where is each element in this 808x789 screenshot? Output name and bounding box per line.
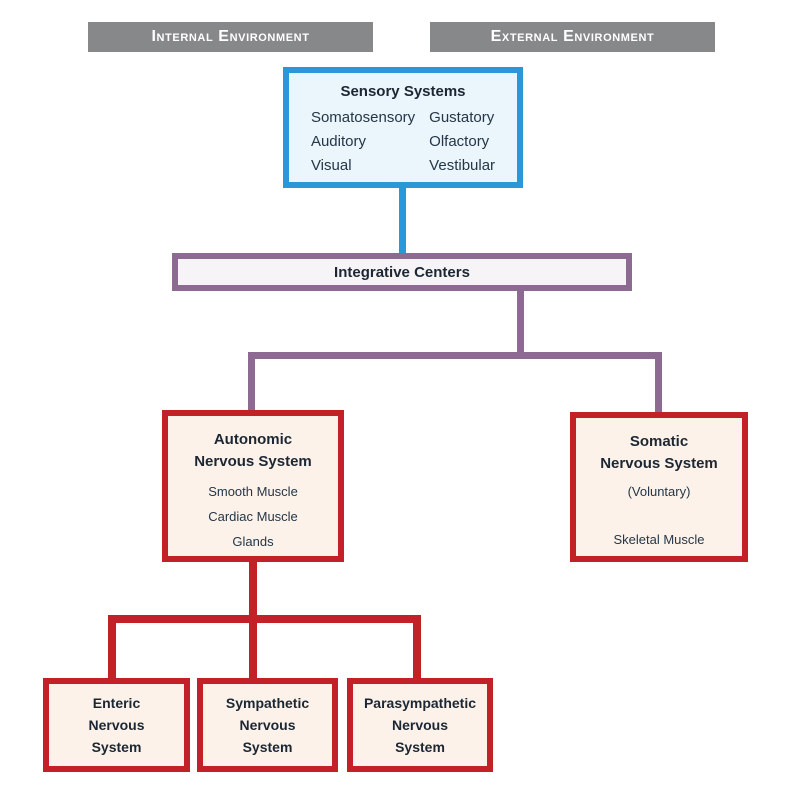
autonomic-nervous-system-box: Autonomic Nervous System Smooth Muscle C… bbox=[162, 410, 344, 562]
sensory-item: Olfactory bbox=[429, 133, 490, 150]
somatic-title-line: Nervous System bbox=[600, 455, 718, 472]
connector-integrative-horizontal bbox=[248, 352, 662, 359]
sensory-item: Gustatory bbox=[429, 109, 495, 126]
enteric-title-line: Enteric bbox=[92, 695, 141, 711]
parasympathetic-title-line: Parasympathetic bbox=[363, 695, 477, 711]
autonomic-item: Glands bbox=[232, 534, 274, 549]
sensory-item: Vestibular bbox=[429, 157, 496, 174]
sensory-systems-box: Sensory Systems Somatosensory Auditory V… bbox=[283, 67, 523, 188]
sympathetic-nervous-system-box: Sympathetic Nervous System bbox=[197, 678, 338, 772]
sensory-left-column: Somatosensory Auditory Visual bbox=[311, 106, 415, 178]
autonomic-title: Autonomic Nervous System bbox=[168, 429, 338, 473]
connector-to-somatic bbox=[655, 352, 662, 416]
sympathetic-title-line: System bbox=[242, 739, 293, 755]
sensory-item: Somatosensory bbox=[310, 109, 416, 126]
enteric-title-line: Nervous bbox=[88, 717, 145, 733]
sensory-systems-title: Sensory Systems bbox=[340, 83, 466, 100]
parasympathetic-title-line: System bbox=[395, 739, 445, 755]
connector-autonomic-horizontal bbox=[108, 615, 421, 623]
external-environment-bar: External Environment bbox=[430, 22, 715, 52]
autonomic-items: Smooth Muscle Cardiac Muscle Glands bbox=[168, 479, 338, 554]
sensory-systems-lists: Somatosensory Auditory Visual Gustatory … bbox=[289, 106, 517, 178]
connector-to-parasympathetic bbox=[413, 615, 421, 682]
somatic-subtitle: (Voluntary) bbox=[627, 484, 691, 499]
somatic-item: Skeletal Muscle bbox=[613, 532, 705, 547]
autonomic-title-line: Nervous System bbox=[194, 453, 312, 470]
sensory-right-column: Gustatory Olfactory Vestibular bbox=[429, 106, 495, 178]
enteric-title: Enteric Nervous System bbox=[88, 692, 144, 758]
somatic-title: Somatic Nervous System bbox=[576, 431, 742, 475]
parasympathetic-nervous-system-box: Parasympathetic Nervous System bbox=[347, 678, 493, 772]
integrative-centers-title: Integrative Centers bbox=[334, 263, 470, 281]
sympathetic-title-line: Nervous bbox=[239, 717, 296, 733]
somatic-nervous-system-box: Somatic Nervous System (Voluntary) Skele… bbox=[570, 412, 748, 562]
connector-integrative-riser bbox=[517, 289, 524, 355]
internal-environment-bar: Internal Environment bbox=[88, 22, 373, 52]
sensory-item: Auditory bbox=[310, 133, 366, 150]
connector-sensory-to-integrative bbox=[399, 185, 406, 256]
sympathetic-title: Sympathetic Nervous System bbox=[226, 692, 309, 758]
enteric-nervous-system-box: Enteric Nervous System bbox=[43, 678, 190, 772]
autonomic-item: Cardiac Muscle bbox=[208, 509, 298, 524]
autonomic-title-line: Autonomic bbox=[213, 431, 293, 448]
internal-environment-label: Internal Environment bbox=[151, 28, 310, 45]
sensory-item: Visual bbox=[310, 157, 352, 174]
connector-to-enteric bbox=[108, 615, 116, 682]
enteric-title-line: System bbox=[91, 739, 142, 755]
somatic-title-line: Somatic bbox=[629, 433, 689, 450]
parasympathetic-title: Parasympathetic Nervous System bbox=[364, 692, 476, 758]
external-environment-label: External Environment bbox=[490, 28, 655, 45]
sympathetic-title-line: Sympathetic bbox=[225, 695, 310, 711]
autonomic-item: Smooth Muscle bbox=[208, 484, 298, 499]
parasympathetic-title-line: Nervous bbox=[391, 717, 449, 733]
integrative-centers-box: Integrative Centers bbox=[172, 253, 632, 291]
connector-to-autonomic bbox=[248, 352, 255, 414]
